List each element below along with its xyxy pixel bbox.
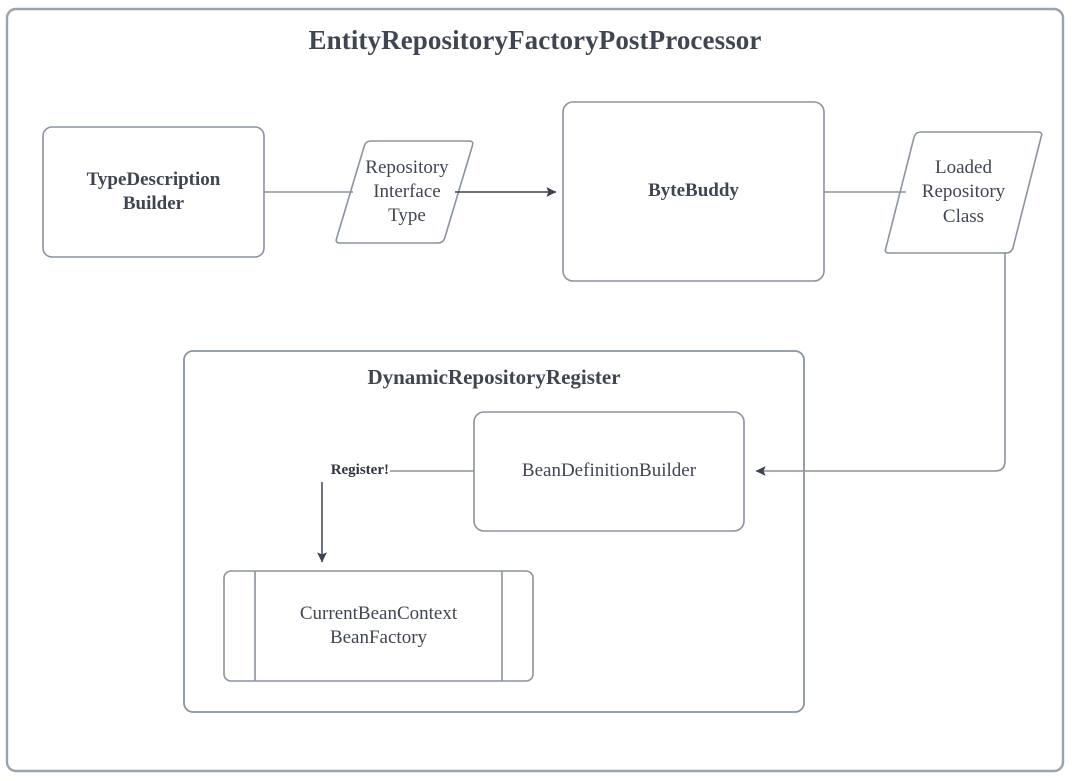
current-bean-context-bean-factory-shape[interactable]	[223, 570, 534, 682]
edge-loadedclass-to-beandefinitionbuilder	[755, 253, 1006, 476]
bean-definition-builder-shape[interactable]	[473, 411, 745, 532]
byte-buddy-shape[interactable]	[562, 101, 825, 282]
repository-interface-type-shape[interactable]	[335, 140, 474, 244]
loaded-repository-class-shape[interactable]	[884, 131, 1043, 254]
type-description-builder-shape[interactable]	[42, 126, 265, 258]
